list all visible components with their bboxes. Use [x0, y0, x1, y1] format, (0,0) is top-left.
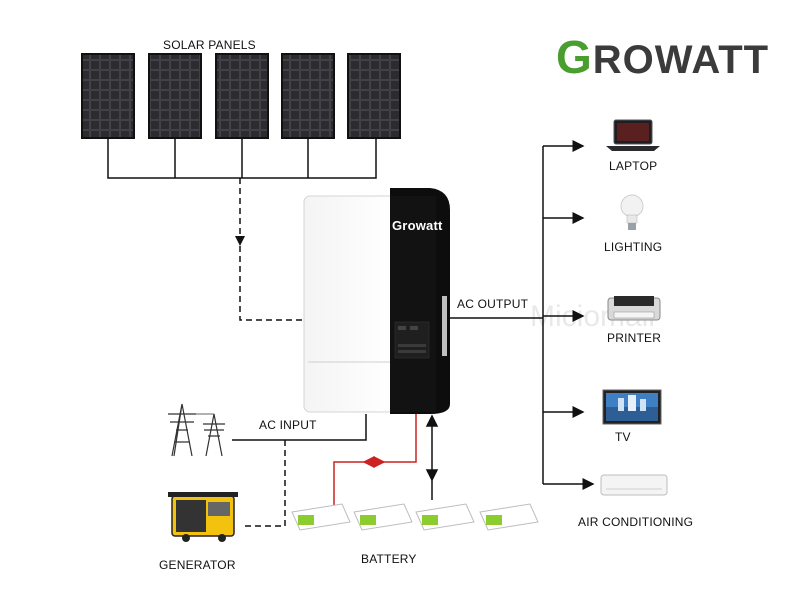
bulb-icon: [620, 194, 644, 230]
solar-panel: [281, 53, 335, 139]
solar-panel: [215, 53, 269, 139]
load-label-air-conditioning: AIR CONDITIONING: [578, 515, 694, 529]
load-label-lighting: LIGHTING: [604, 240, 663, 254]
tv-icon: [602, 389, 662, 425]
solar-panel-array: [81, 53, 401, 139]
pv-input-line: [239, 178, 305, 321]
solar-panel: [148, 53, 202, 139]
generator-line: [242, 440, 286, 527]
battery-bank: [291, 503, 539, 531]
printer-icon: [607, 296, 661, 321]
inverter-logo: Growatt: [392, 218, 443, 233]
ac-input-line: [232, 414, 367, 441]
laptop-icon: [606, 119, 660, 151]
battery-module: [353, 503, 413, 531]
battery-dc-line: [333, 414, 417, 506]
ac-output-bus: [450, 140, 595, 490]
generator-label: GENERATOR: [159, 558, 236, 572]
solar-panel: [347, 53, 401, 139]
pv-arrow: [235, 236, 245, 246]
load-label-laptop: LAPTOP: [609, 159, 658, 173]
load-label-printer: PRINTER: [607, 331, 662, 345]
battery-label: BATTERY: [361, 552, 417, 566]
solar-panels-label: SOLAR PANELS: [163, 38, 256, 52]
battery-module: [415, 503, 475, 531]
ac-input-label: AC INPUT: [259, 418, 317, 432]
battery-module: [291, 503, 351, 531]
generator-icon: [168, 492, 238, 542]
battery-module: [479, 503, 539, 531]
solar-panel: [81, 53, 135, 139]
solar-wiring: [107, 138, 377, 179]
growatt-logo: GROWATT: [556, 31, 770, 83]
power-tower-icon: [168, 403, 225, 457]
air-conditioner-icon: [600, 474, 668, 496]
inverter: [303, 188, 450, 414]
ac-output-label: AC OUTPUT: [457, 297, 529, 311]
battery-return-line: [425, 414, 439, 500]
load-label-tv: TV: [615, 430, 631, 444]
